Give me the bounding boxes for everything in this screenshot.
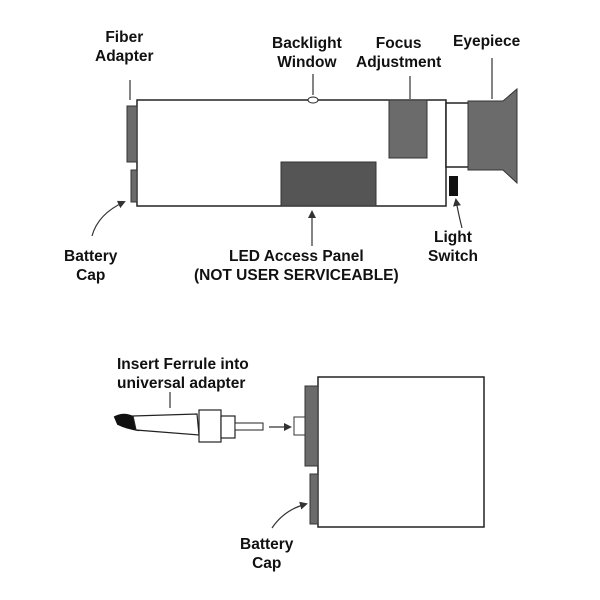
light-switch-label: Light Switch	[428, 228, 478, 266]
bottom-battery-cap-pointer	[271, 501, 308, 529]
led-access-panel-line-1: LED Access Panel	[229, 248, 364, 265]
fiber-adapter-part	[126, 105, 138, 163]
fiber-adapter-line-1: Fiber	[105, 29, 144, 46]
bottom-battery-cap-line-2: Cap	[252, 555, 282, 572]
focus-adjustment-line-2: Adjustment	[356, 54, 442, 71]
backlight-window-part	[307, 96, 319, 104]
battery-cap-line-2: Cap	[76, 267, 106, 284]
bottom-battery-cap-part	[309, 473, 319, 525]
eyepiece-part	[467, 87, 518, 185]
eyepiece-line-1: Eyepiece	[453, 33, 521, 50]
battery-cap-part	[130, 169, 138, 203]
led-panel-part	[280, 161, 377, 207]
eyepiece-label: Eyepiece	[453, 32, 520, 51]
fiber-adapter-line-2: Adapter	[95, 48, 154, 65]
led-access-panel-line-2: (NOT USER SERVICEABLE)	[194, 267, 399, 284]
light-switch-line-2: Switch	[428, 248, 478, 265]
insert-ferrule-line-2: universal adapter	[117, 375, 246, 392]
connector-body	[198, 409, 222, 443]
light-switch-part	[449, 176, 458, 196]
device-neck	[445, 102, 471, 168]
bottom-battery-cap-line-1: Battery	[240, 536, 294, 553]
bottom-pointers	[169, 392, 308, 529]
connector-collar	[220, 415, 236, 439]
fiber-cable	[113, 409, 292, 443]
focus-adjustment-label: Focus Adjustment	[356, 34, 441, 72]
backlight-window-line-1: Backlight	[272, 35, 342, 52]
adapter-port	[293, 416, 306, 436]
battery-cap-label: Battery Cap	[64, 247, 117, 285]
bottom-device	[293, 376, 485, 528]
universal-adapter-part	[304, 385, 319, 467]
focus-adjustment-part	[388, 99, 428, 159]
light-switch-line-1: Light	[434, 229, 472, 246]
led-access-panel-label: LED Access Panel (NOT USER SERVICEABLE)	[194, 247, 399, 285]
light-switch-pointer	[453, 198, 463, 229]
bottom-battery-cap-label: Battery Cap	[240, 535, 293, 573]
backlight-window-line-2: Window	[277, 54, 337, 71]
focus-adjustment-line-1: Focus	[375, 35, 422, 52]
backlight-window-label: Backlight Window	[272, 34, 342, 72]
cable-boot	[132, 413, 200, 436]
battery-cap-pointer	[91, 200, 126, 237]
fiber-adapter-label: Fiber Adapter	[95, 28, 154, 66]
top-pointers	[91, 58, 493, 246]
battery-cap-line-1: Battery	[64, 248, 118, 265]
insert-ferrule-line-1: Insert Ferrule into	[117, 356, 249, 373]
insert-ferrule-label: Insert Ferrule into universal adapter	[117, 355, 249, 393]
bottom-body	[317, 376, 485, 528]
ferrule	[234, 422, 264, 431]
top-device	[126, 87, 518, 207]
